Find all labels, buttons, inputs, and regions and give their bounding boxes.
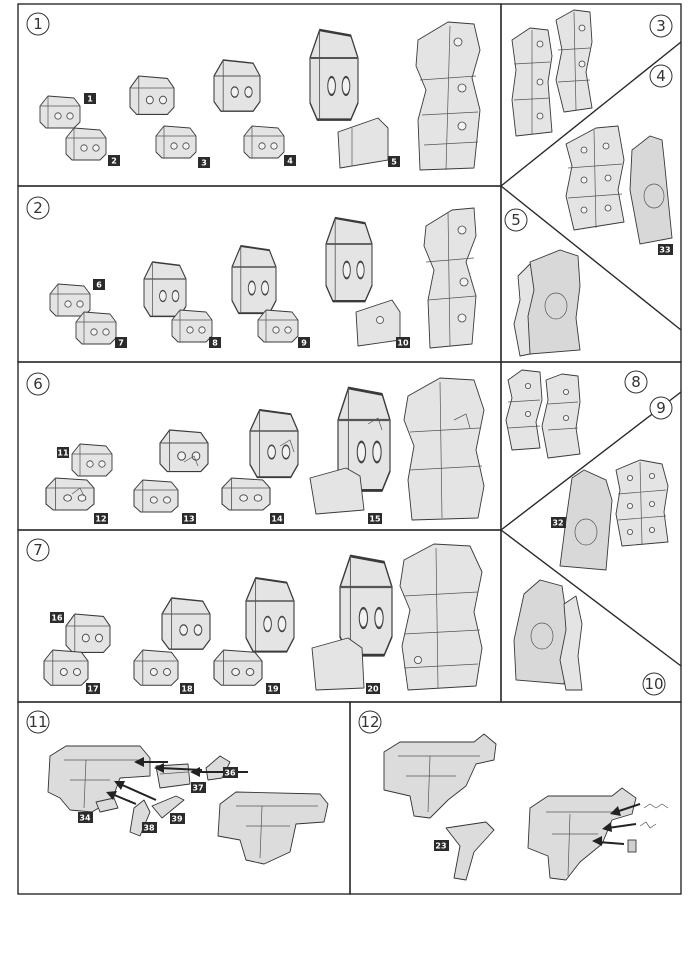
- step-circle-12: 12: [358, 710, 382, 734]
- part-tag-1: 1: [84, 93, 96, 104]
- panel-frames: [17, 3, 682, 895]
- step-circle-6: 6: [26, 372, 50, 396]
- part-tag-10: 10: [396, 337, 410, 348]
- svg-text:5: 5: [511, 211, 521, 229]
- step-circle-7: 7: [26, 538, 50, 562]
- svg-text:13: 13: [183, 515, 194, 524]
- panel-5-parts: [513, 249, 581, 357]
- part-tag-13: 13: [182, 513, 196, 524]
- svg-text:3: 3: [656, 17, 666, 35]
- svg-text:8: 8: [212, 339, 218, 348]
- svg-text:6: 6: [33, 375, 43, 393]
- svg-text:4: 4: [656, 67, 666, 85]
- part-tag-11: 11: [57, 447, 69, 458]
- part-tag-38: 38: [142, 822, 157, 833]
- step-circle-4: 4: [649, 64, 673, 88]
- part-tag-16: 16: [50, 612, 64, 623]
- panel-12-parts: [383, 733, 669, 881]
- step-circle-10: 10: [642, 672, 666, 696]
- part-tag-36: 36: [223, 767, 238, 778]
- part-tag-2: 2: [108, 155, 120, 166]
- panel-1-parts: [39, 21, 481, 171]
- svg-text:18: 18: [181, 685, 193, 694]
- svg-text:36: 36: [224, 769, 236, 778]
- svg-text:2: 2: [111, 157, 117, 166]
- svg-text:8: 8: [631, 373, 641, 391]
- panel-7-parts: [43, 543, 483, 691]
- svg-text:15: 15: [369, 515, 381, 524]
- step-circle-5: 5: [504, 208, 528, 232]
- svg-text:11: 11: [28, 713, 47, 731]
- svg-text:11: 11: [57, 449, 69, 458]
- panel-4-parts: [565, 125, 673, 245]
- step-circle-1: 1: [26, 12, 50, 36]
- part-tag-4: 4: [284, 155, 296, 166]
- svg-text:37: 37: [192, 784, 203, 793]
- svg-text:39: 39: [171, 815, 183, 824]
- panel-11-parts: [47, 745, 329, 865]
- part-tag-37: 37: [191, 782, 206, 793]
- svg-text:2: 2: [33, 199, 43, 217]
- svg-text:32: 32: [552, 519, 563, 528]
- part-tag-19: 19: [266, 683, 280, 694]
- part-tag-18: 18: [180, 683, 194, 694]
- part-tag-5: 5: [388, 156, 400, 167]
- svg-text:5: 5: [391, 158, 397, 167]
- svg-text:23: 23: [435, 842, 446, 851]
- svg-text:3: 3: [201, 159, 207, 168]
- step-circle-2: 2: [26, 196, 50, 220]
- svg-text:34: 34: [79, 814, 91, 823]
- part-tag-23: 23: [434, 840, 449, 851]
- step-circle-3: 3: [649, 14, 673, 38]
- svg-text:7: 7: [118, 339, 124, 348]
- part-tag-15: 15: [368, 513, 382, 524]
- svg-text:12: 12: [360, 713, 379, 731]
- svg-text:12: 12: [95, 515, 106, 524]
- svg-text:1: 1: [87, 95, 93, 104]
- panel-10-parts: [513, 579, 583, 691]
- svg-text:4: 4: [287, 157, 293, 166]
- panel-9-parts: [559, 459, 669, 571]
- svg-text:6: 6: [96, 281, 102, 290]
- part-tag-7: 7: [115, 337, 127, 348]
- panel-8-parts: [505, 369, 581, 459]
- svg-text:19: 19: [267, 685, 279, 694]
- svg-text:10: 10: [644, 675, 663, 693]
- panel-2-parts: [49, 207, 477, 349]
- part-tag-20: 20: [366, 683, 380, 694]
- part-tag-17: 17: [86, 683, 100, 694]
- part-tag-3: 3: [198, 157, 210, 168]
- part-tag-32: 32: [551, 517, 566, 528]
- step-circle-9: 9: [649, 396, 673, 420]
- svg-text:10: 10: [397, 339, 409, 348]
- part-tag-12: 12: [94, 513, 108, 524]
- panel-6-parts: [45, 377, 485, 521]
- part-tag-9: 9: [298, 337, 310, 348]
- panel-3-parts: [511, 9, 593, 137]
- svg-text:20: 20: [367, 685, 379, 694]
- svg-text:38: 38: [143, 824, 155, 833]
- svg-text:9: 9: [656, 399, 666, 417]
- svg-text:1: 1: [33, 15, 43, 33]
- part-tag-33: 33: [658, 244, 673, 255]
- svg-text:17: 17: [87, 685, 98, 694]
- part-tag-39: 39: [170, 813, 185, 824]
- step-circle-11: 11: [26, 710, 50, 734]
- part-tag-8: 8: [209, 337, 221, 348]
- svg-text:16: 16: [51, 614, 63, 623]
- part-tag-34: 34: [78, 812, 93, 823]
- step-circle-8: 8: [624, 370, 648, 394]
- svg-text:7: 7: [33, 541, 43, 559]
- svg-text:9: 9: [301, 339, 307, 348]
- part-tag-6: 6: [93, 279, 105, 290]
- part-tag-14: 14: [270, 513, 284, 524]
- svg-text:14: 14: [271, 515, 283, 524]
- svg-text:33: 33: [659, 246, 670, 255]
